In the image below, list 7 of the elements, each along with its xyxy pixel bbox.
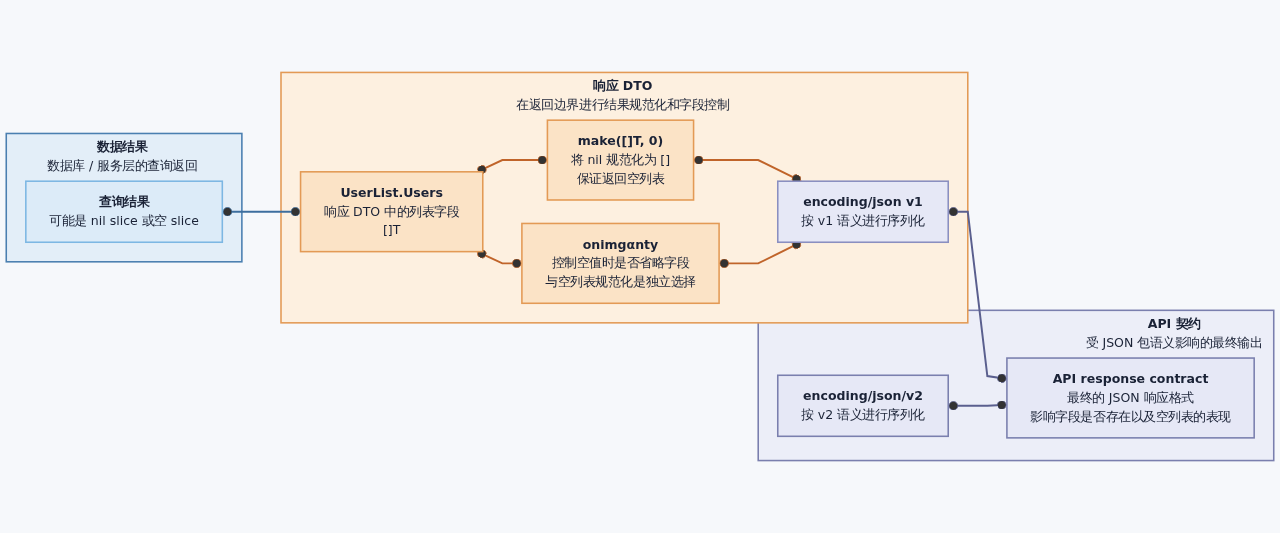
- node-box: make([]T, 0) 将 nil 规范化为 [] 保证返回空列表: [546, 119, 695, 201]
- node-box: encoding/json/v2 按 v2 语义进行序列化: [777, 374, 949, 438]
- node-box: UserList.Users 响应 DTO 中的列表字段 []T: [299, 171, 484, 253]
- node-box: 查询结果 可能是 nil slice 或空 slice: [25, 180, 224, 243]
- node-box: onimgαnty 控制空值时是否省略字段 与空列表规范化是独立选择: [521, 222, 720, 305]
- node-box: encoding/json v1 按 v1 语义进行序列化: [777, 180, 949, 243]
- node-box: API response contract 最终的 JSON 响应格式 影响字段是否存在以及空列表的表现: [1006, 357, 1255, 439]
